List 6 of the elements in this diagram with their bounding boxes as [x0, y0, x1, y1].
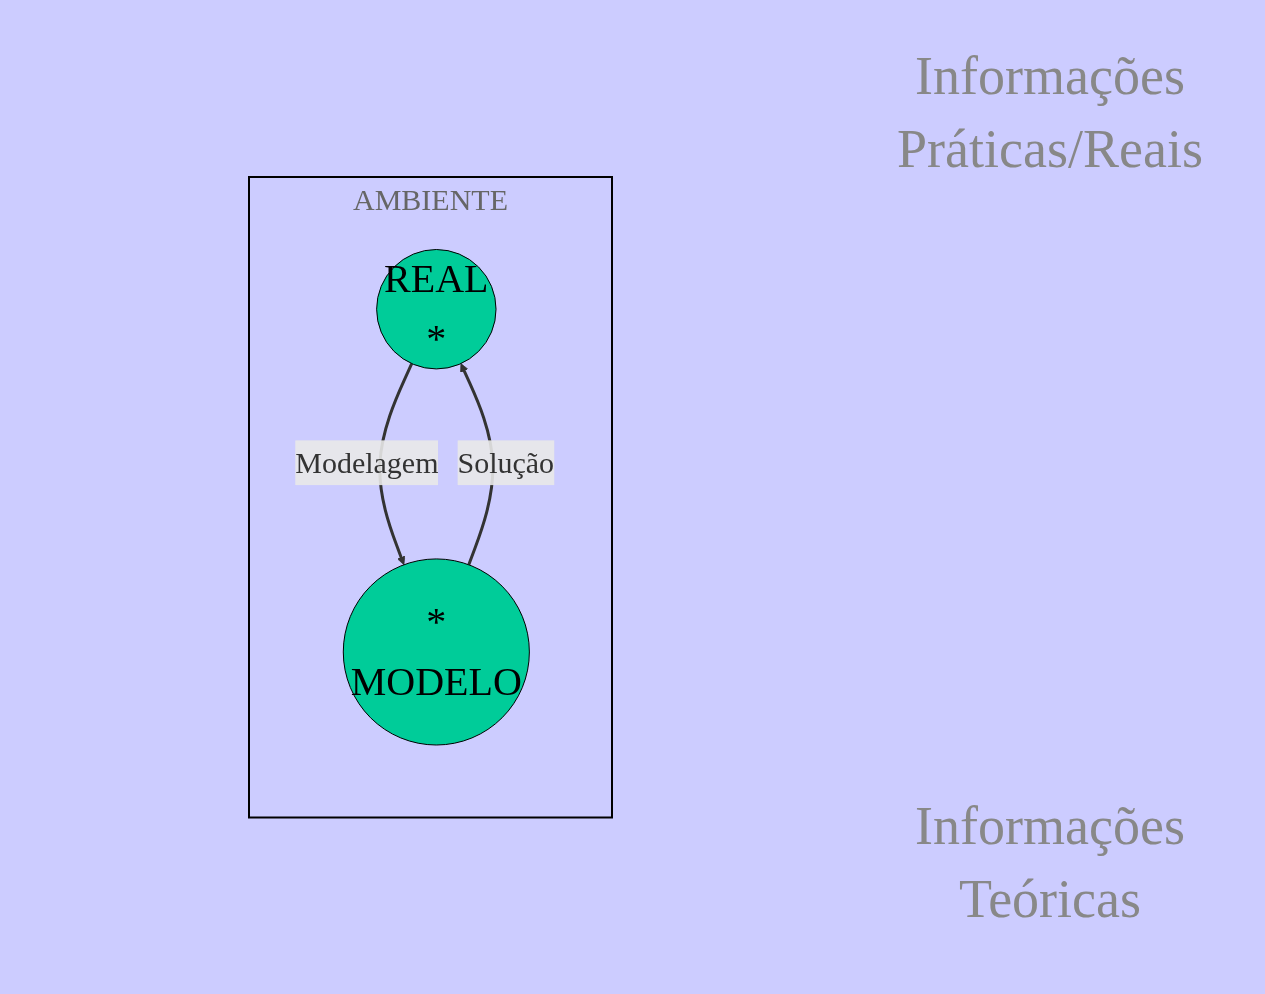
edge-label: Solução — [456, 446, 554, 480]
node-circle: * MODELO — [342, 558, 530, 746]
side-note: Informações Teóricas — [914, 795, 1186, 931]
edge-label: Modelagem — [294, 446, 438, 480]
side-note: Informações Práticas/Reais — [896, 45, 1204, 181]
node-circle: REAL * — [375, 248, 497, 370]
